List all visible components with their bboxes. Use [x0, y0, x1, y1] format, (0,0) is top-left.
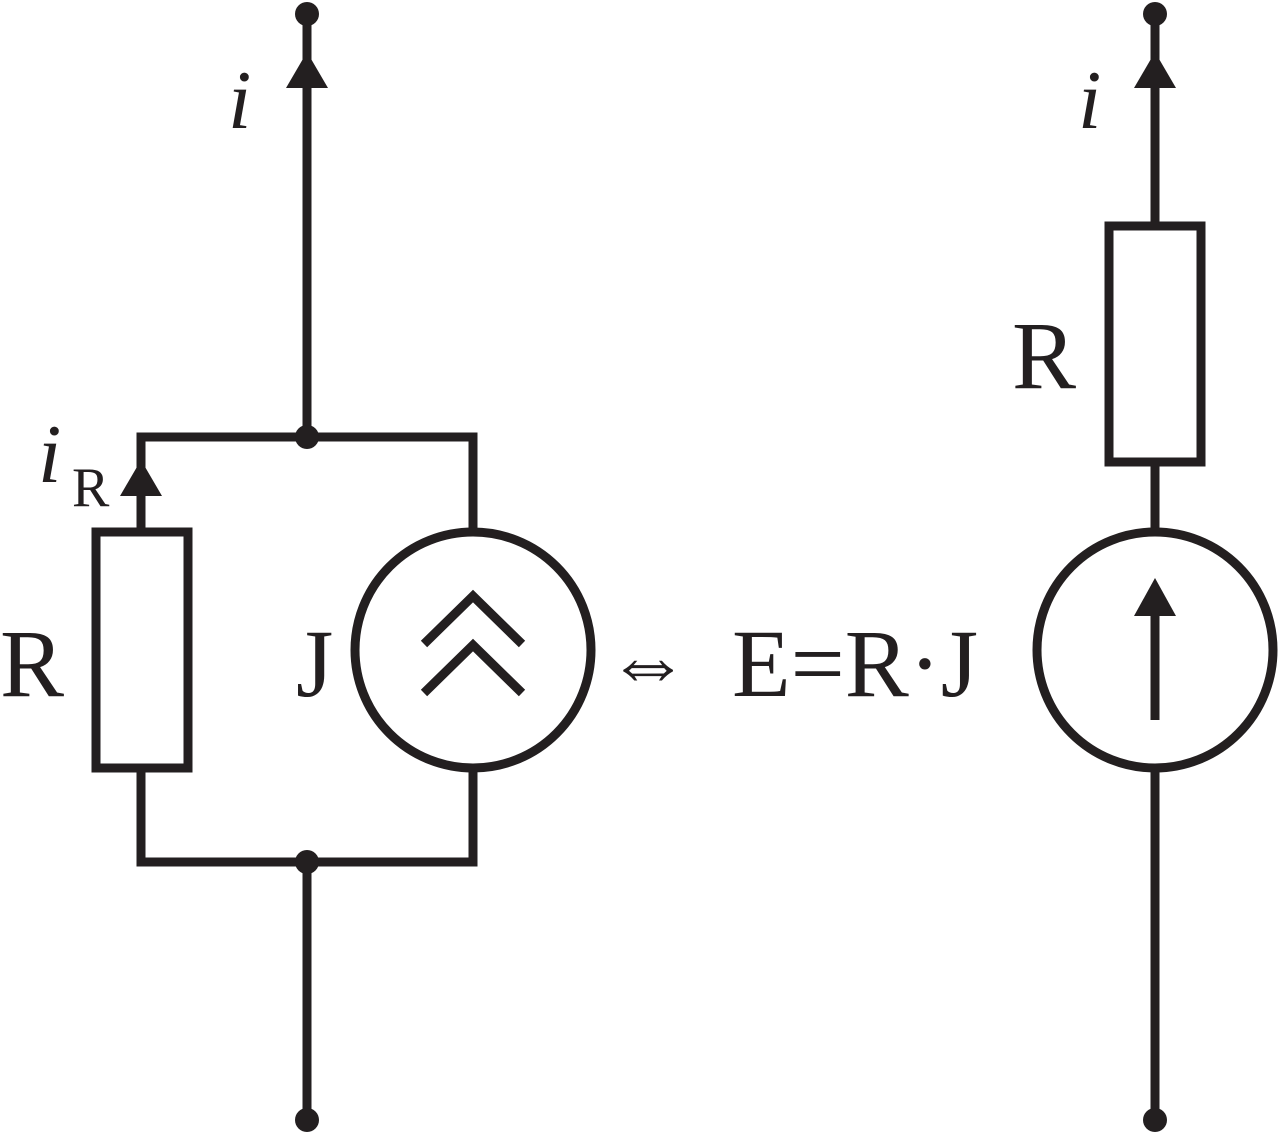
left-top-junction [295, 425, 319, 449]
branch-current-label: i [38, 408, 61, 501]
equivalence-symbol: ⇔ [606, 616, 690, 709]
right-resistor [1104, 221, 1206, 467]
left-top-terminal [295, 2, 319, 26]
source-chevron-upper [420, 589, 526, 648]
branch-current-subscript: R [72, 457, 110, 519]
source-label: J [296, 610, 333, 717]
right-top-terminal [1143, 2, 1167, 26]
left-bottom-terminal [295, 1108, 319, 1132]
source-chevron-lower [420, 638, 526, 697]
right-circuit: i R [1012, 2, 1278, 1132]
left-resistor-label: R [0, 610, 64, 717]
right-bottom-terminal [1143, 1108, 1167, 1132]
left-current-label: i [228, 54, 251, 147]
equivalence: ⇔ E=R·J [606, 610, 978, 717]
right-current-arrow [1134, 52, 1176, 88]
right-current-label: i [1078, 54, 1101, 147]
source-arrow-head [1134, 578, 1176, 616]
right-resistor-label: R [1012, 302, 1076, 409]
left-bottom-junction [295, 850, 319, 874]
branch-current-arrow [120, 460, 162, 496]
equivalence-equation: E=R·J [732, 610, 978, 717]
current-source [350, 527, 596, 773]
left-resistor [91, 527, 193, 773]
left-circuit: i i R R J [0, 2, 596, 1132]
left-top-rail-wire [136, 432, 478, 530]
left-current-arrow [286, 52, 328, 88]
voltage-source [1032, 527, 1278, 773]
left-bottom-rail-wire [136, 770, 478, 867]
